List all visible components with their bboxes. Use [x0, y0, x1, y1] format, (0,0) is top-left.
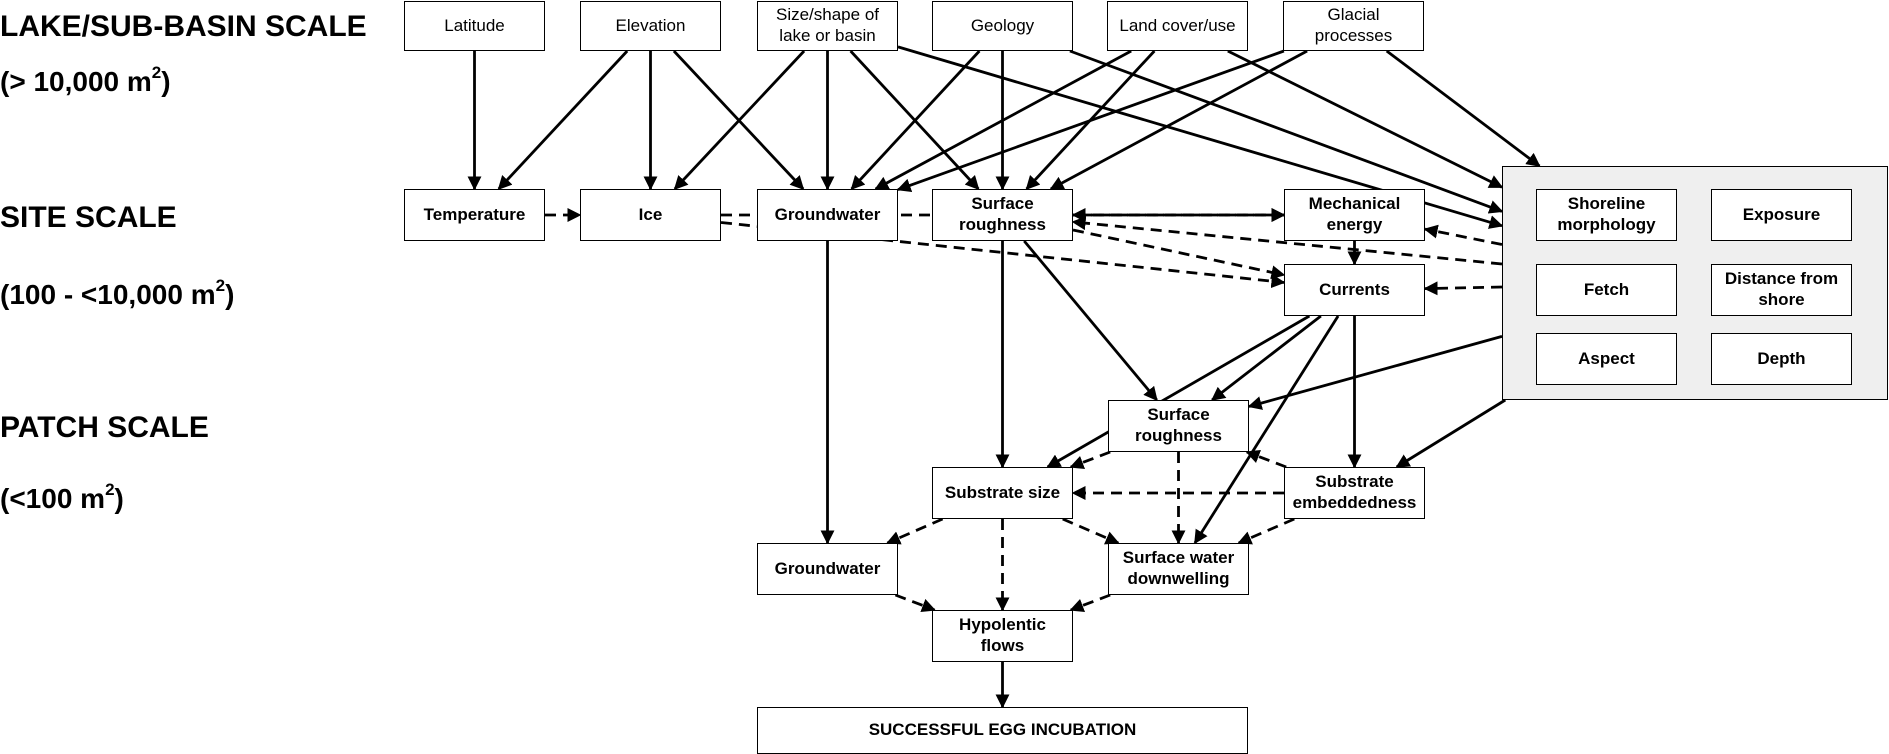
ice-node: Ice [580, 189, 721, 241]
patch-scale-range-text: (<100 m [0, 483, 106, 514]
edge-substrate-embeddedness-to-surface-roughness-patch [1245, 449, 1287, 469]
patch-scale-range-exponent: 2 [105, 480, 115, 499]
currents-node: Currents [1284, 264, 1425, 316]
elevation-node: Elevation [580, 1, 721, 51]
edge-surface-water-downwelling-to-hypolentic-flows [1069, 593, 1111, 613]
edge-geology-to-groundwater-site [850, 50, 981, 191]
edge-geology-to-shoreline-group [1069, 49, 1504, 214]
substrate-size-node: Substrate size [932, 467, 1073, 519]
edge-glacial-to-groundwater-site [896, 49, 1285, 193]
surface-roughness-patch-node: Surface roughness [1108, 400, 1249, 452]
site-scale-range: (100 - <10,000 m2) [0, 277, 235, 310]
edge-substrate-embeddedness-to-surface-water-downwelling [1237, 517, 1295, 545]
edge-glacial-to-shoreline-group [1385, 49, 1541, 168]
surface-roughness-site-node: Surface roughness [932, 189, 1073, 241]
edge-shoreline-group-to-surface-roughness-patch [1247, 335, 1503, 410]
surface-water-downwelling-node: Surface water downwelling [1108, 543, 1249, 595]
edge-land-cover-to-shoreline-group [1227, 49, 1504, 189]
land-cover-node: Land cover/use [1107, 1, 1248, 51]
edge-shoreline-group-to-substrate-embeddedness [1395, 398, 1507, 469]
edge-currents-to-surface-roughness-patch [1210, 314, 1322, 402]
depth-node: Depth [1711, 333, 1852, 385]
substrate-embeddedness-node: Substrate embeddedness [1284, 467, 1425, 519]
hypolentic-flows-node: Hypolentic flows [932, 610, 1073, 662]
edge-shoreline-group-to-currents [1423, 281, 1503, 296]
aspect-node: Aspect [1536, 333, 1677, 385]
lake-scale-range: (> 10,000 m2) [0, 64, 171, 97]
lake-scale-range-text: (> 10,000 m [0, 66, 152, 97]
edge-currents-to-substrate-size [1046, 314, 1311, 469]
edge-surface-roughness-site-to-currents [1072, 228, 1286, 280]
site-scale-range-exponent: 2 [215, 276, 226, 295]
lake-scale-title: LAKE/SUB-BASIN SCALE [0, 10, 367, 43]
patch-scale-title: PATCH SCALE [0, 411, 209, 444]
patch-scale-range-close: ) [114, 483, 124, 514]
edge-substrate-size-to-groundwater-patch [886, 517, 944, 545]
distance-from-shore-node: Distance from shore [1711, 264, 1852, 316]
site-scale-range-text: (100 - <10,000 m [0, 279, 216, 310]
exposure-node: Exposure [1711, 189, 1852, 241]
edge-glacial-to-surface-roughness-site [1049, 49, 1308, 191]
edge-currents-to-surface-water-downwelling [1193, 315, 1340, 545]
edge-size-shape-to-ice [673, 50, 806, 191]
mechanical-energy-node: Mechanical energy [1284, 189, 1425, 241]
latitude-node: Latitude [404, 1, 545, 51]
patch-scale-range: (<100 m2) [0, 481, 124, 514]
geology-node: Geology [932, 1, 1073, 51]
edge-shoreline-group-to-mechanical-energy [1423, 224, 1503, 246]
size-shape-node: Size/shape of lake or basin [757, 1, 898, 51]
shoreline-morphology-node: Shoreline morphology [1536, 189, 1677, 241]
edge-groundwater-patch-to-hypolentic-flows [894, 593, 936, 613]
groundwater-patch-node: Groundwater [757, 543, 898, 595]
successful-egg-incubation-node: SUCCESSFUL EGG INCUBATION [757, 707, 1248, 754]
edge-surface-roughness-site-to-surface-roughness-patch [1023, 240, 1158, 402]
edge-substrate-size-to-surface-water-downwelling [1062, 517, 1120, 545]
edge-elevation-to-temperature [497, 50, 629, 191]
fetch-node: Fetch [1536, 264, 1677, 316]
edge-surface-roughness-patch-to-substrate-size [1069, 450, 1111, 470]
site-scale-title: SITE SCALE [0, 201, 177, 234]
glacial-processes-node: Glacial processes [1283, 1, 1424, 51]
edge-land-cover-to-groundwater-site [874, 49, 1132, 191]
site-scale-range-close: ) [225, 279, 235, 310]
temperature-node: Temperature [404, 189, 545, 241]
lake-scale-range-exponent: 2 [151, 63, 162, 82]
groundwater-site-node: Groundwater [757, 189, 898, 241]
lake-scale-range-close: ) [161, 66, 171, 97]
